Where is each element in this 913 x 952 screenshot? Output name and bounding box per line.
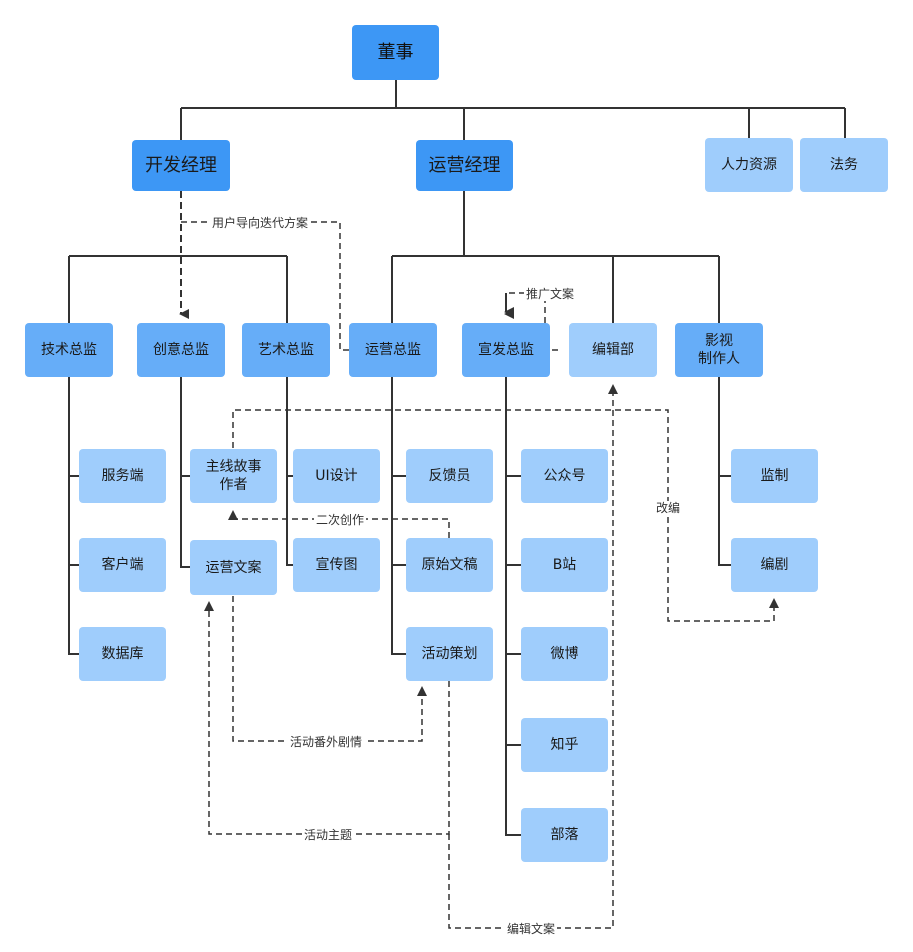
flow-adaptation [232, 409, 779, 622]
node-promo-director: 宣发总监 [462, 323, 550, 377]
line-film-children [718, 377, 731, 566]
node-screenwriter: 编剧 [731, 538, 818, 592]
node-tribe: 部落 [521, 808, 608, 862]
hierarchy-lines [68, 80, 846, 836]
label-edit-copy: 编辑文案 [504, 922, 558, 936]
label-secondary-creation: 二次创作 [313, 513, 367, 527]
node-art-director: 艺术总监 [242, 323, 330, 377]
label-adaptation: 改编 [653, 501, 683, 515]
node-ops-manager: 运营经理 [416, 140, 513, 191]
node-server: 服务端 [79, 449, 166, 503]
node-ops-director: 运营总监 [349, 323, 437, 377]
node-dev-manager: 开发经理 [132, 140, 230, 191]
flow-event-side-story [232, 596, 427, 742]
node-ops-copy: 运营文案 [190, 540, 277, 595]
node-film-producer: 影视 制作人 [675, 323, 763, 377]
node-promo-image: 宣传图 [293, 538, 380, 592]
line-tech-children [68, 377, 79, 655]
line-creative-children [180, 377, 190, 568]
node-event-planning: 活动策划 [406, 627, 493, 681]
node-feedback: 反馈员 [406, 449, 493, 503]
label-event-theme: 活动主题 [301, 828, 355, 842]
node-supervision: 监制 [731, 449, 818, 503]
line-promo-children [505, 377, 521, 836]
node-tech-director: 技术总监 [25, 323, 113, 377]
label-event-side-story: 活动番外剧情 [287, 735, 365, 749]
node-creative-director: 创意总监 [137, 323, 225, 377]
label-user-iteration: 用户导向迭代方案 [209, 216, 311, 230]
node-hr: 人力资源 [705, 138, 793, 192]
node-ui-design: UI设计 [293, 449, 380, 503]
node-legal: 法务 [800, 138, 888, 192]
node-client: 客户端 [79, 538, 166, 592]
node-weibo: 微博 [521, 627, 608, 681]
flow-user-iteration [181, 221, 349, 351]
node-bilibili: B站 [521, 538, 608, 592]
node-wechat-account: 公众号 [521, 449, 608, 503]
label-promo-copy: 推广文案 [523, 287, 577, 301]
line-art-children [286, 377, 293, 566]
node-main-story-author: 主线故事 作者 [190, 449, 277, 503]
line-opsdir-children [391, 377, 406, 655]
node-editorial: 编辑部 [569, 323, 657, 377]
node-zhihu: 知乎 [521, 718, 608, 772]
node-database: 数据库 [79, 627, 166, 681]
node-chairman: 董事 [352, 25, 439, 80]
node-original-draft: 原始文稿 [406, 538, 493, 592]
